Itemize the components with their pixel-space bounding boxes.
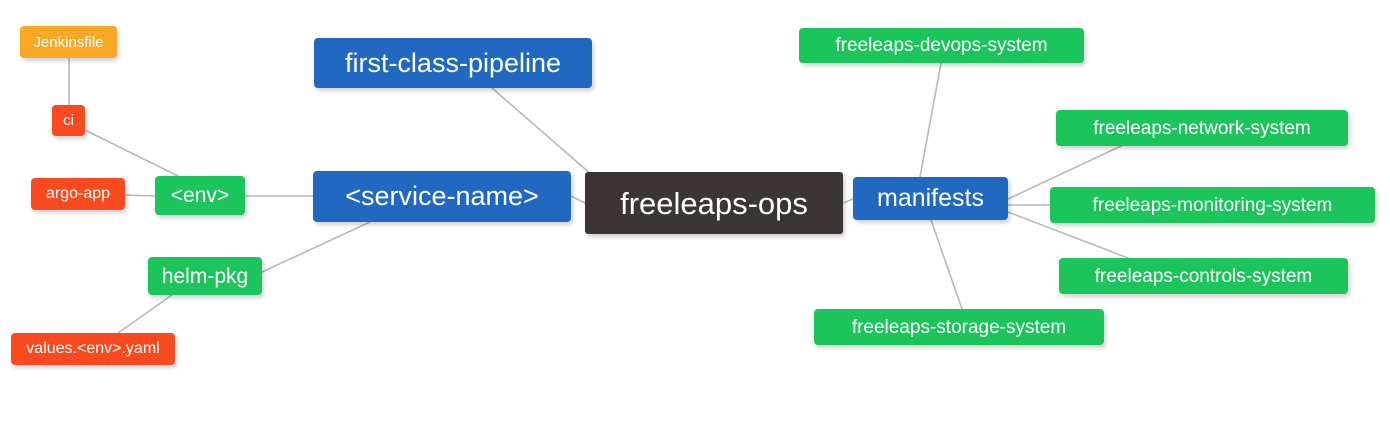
edge-env-to-ci xyxy=(84,129,179,177)
edge-manifests-to-freeleaps-storage-system xyxy=(930,219,963,310)
node-label: freeleaps-devops-system xyxy=(835,35,1048,56)
node-label: freeleaps-network-system xyxy=(1093,117,1311,139)
edge-helm-pkg-to-values-env-yaml xyxy=(117,294,173,334)
node-freeleaps-storage-system[interactable]: freeleaps-storage-system xyxy=(814,309,1104,345)
node-label: ci xyxy=(63,112,74,129)
node-label: <service-name> xyxy=(345,181,539,211)
node-label: Jenkinsfile xyxy=(33,33,104,51)
node-values-env-yaml[interactable]: values.<env>.yaml xyxy=(11,333,175,365)
edge-root-to-service-name xyxy=(570,195,586,204)
node-jenkinsfile[interactable]: Jenkinsfile xyxy=(20,26,117,58)
node-label: first-class-pipeline xyxy=(344,47,562,78)
edge-service-name-to-helm-pkg xyxy=(261,221,371,273)
node-label: freeleaps-storage-system xyxy=(851,316,1067,338)
edge-env-to-argo-app xyxy=(124,194,156,197)
node-freeleaps-network-system[interactable]: freeleaps-network-system xyxy=(1056,110,1348,146)
node-first-class-pipeline[interactable]: first-class-pipeline xyxy=(314,38,592,88)
node-label: freeleaps-ops xyxy=(620,185,808,221)
node-label: <env> xyxy=(170,184,230,207)
node-label: helm-pkg xyxy=(161,264,249,288)
edge-root-to-first-class-pipeline xyxy=(491,87,593,176)
node-label: manifests xyxy=(877,184,984,212)
node-service-name[interactable]: <service-name> xyxy=(313,171,571,222)
node-freeleaps-devops-system[interactable]: freeleaps-devops-system xyxy=(799,28,1084,63)
node-label: values.<env>.yaml xyxy=(26,340,160,357)
node-manifests[interactable]: manifests xyxy=(853,177,1008,220)
node-label: freeleaps-controls-system xyxy=(1094,265,1313,287)
node-label: argo-app xyxy=(45,185,111,202)
node-label: freeleaps-monitoring-system xyxy=(1092,194,1333,216)
edge-manifests-to-freeleaps-devops-system xyxy=(919,62,942,178)
node-root[interactable]: freeleaps-ops xyxy=(585,172,843,234)
node-helm-pkg[interactable]: helm-pkg xyxy=(148,257,262,295)
node-ci[interactable]: ci xyxy=(52,105,85,136)
edge-root-to-manifests xyxy=(842,198,854,204)
node-argo-app[interactable]: argo-app xyxy=(31,178,125,210)
node-env[interactable]: <env> xyxy=(155,176,245,215)
node-freeleaps-monitoring-system[interactable]: freeleaps-monitoring-system xyxy=(1050,187,1375,223)
node-freeleaps-controls-system[interactable]: freeleaps-controls-system xyxy=(1059,258,1348,294)
